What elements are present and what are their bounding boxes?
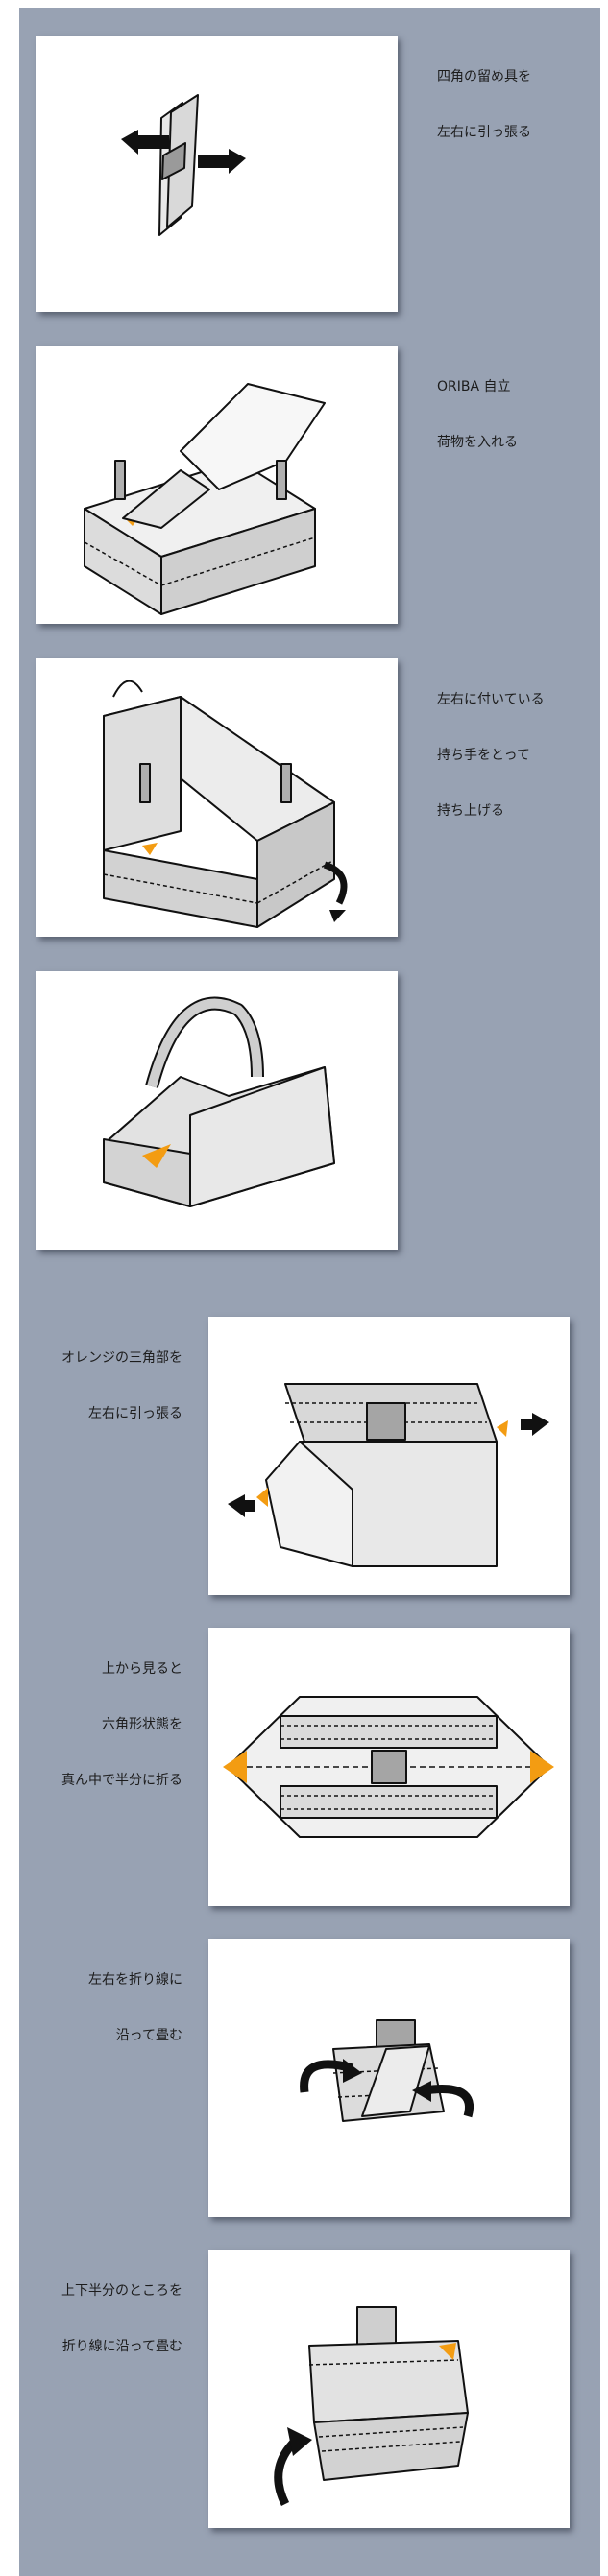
step-3-illustration bbox=[36, 658, 398, 937]
step-8-caption: 上下半分のところを 折り線に沿って畳む bbox=[61, 2283, 182, 2354]
step-8-illustration bbox=[208, 2250, 570, 2528]
step-6-illustration bbox=[208, 1628, 570, 1906]
step-5-caption: オレンジの三角部を 左右に引っ張る bbox=[61, 1350, 182, 1421]
step-2-illustration bbox=[36, 346, 398, 624]
step-4-illustration bbox=[36, 971, 398, 1250]
step-6-caption: 上から見ると 六角形状態を 真ん中で半分に折る bbox=[61, 1661, 182, 1788]
step-1-illustration bbox=[36, 36, 398, 312]
step-3-caption: 左右に付いている 持ち手をとって 持ち上げる bbox=[437, 692, 545, 819]
step-7-caption: 左右を折り線に 沿って畳む bbox=[88, 1972, 182, 2043]
step-5-illustration bbox=[208, 1317, 570, 1595]
step-1-caption: 四角の留め具を 左右に引っ張る bbox=[437, 69, 531, 140]
step-2-caption: ORIBA 自立 荷物を入れる bbox=[437, 379, 518, 450]
step-7-illustration bbox=[208, 1939, 570, 2217]
